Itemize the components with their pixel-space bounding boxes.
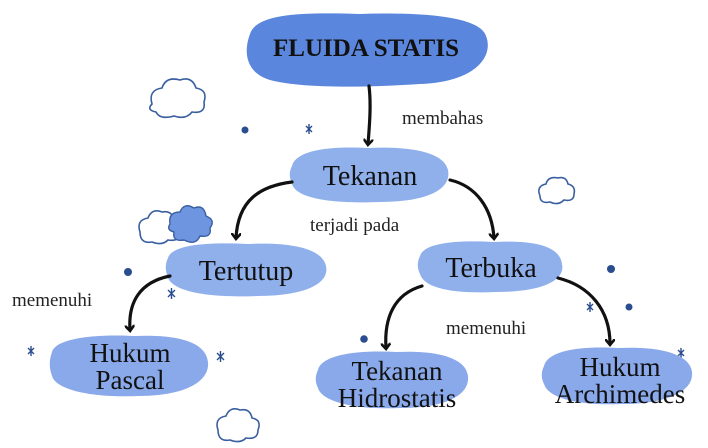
arrow-terbuka-to-hidrostatis [386,284,424,348]
cloud-icon [538,176,576,205]
node-label-pascal-1: Hukum [90,338,171,368]
node-hukum-archimedes [541,347,693,405]
node-label-tekanan: Tekanan [323,161,417,192]
arrow-tekanan-to-terbuka [448,178,494,238]
arrow-terbuka-to-archimedes [556,276,610,344]
node-hukum-pascal [49,335,209,397]
dot-icon [124,126,633,343]
edge-label-memenuhi-right: memenuhi [446,318,526,339]
node-label-root: FLUIDA STATIS [273,35,459,62]
node-label-archimedes-2: Archimedes [555,379,685,409]
node-label-tertutup: Tertutup [199,256,293,287]
node-label-hidrostatis-2: Hidrostatis [338,383,457,413]
node-tekanan-hidrostatis [315,351,469,409]
arrow-root-to-tekanan [368,84,370,144]
arrow-tertutup-to-pascal [130,274,172,330]
cloud-icon [167,205,213,243]
arrow-tekanan-to-tertutup [236,180,294,238]
sparkle-icon [27,124,685,362]
node-label-pascal-2: Pascal [96,365,165,395]
node-terbuka [417,241,563,293]
node-tekanan [289,147,449,203]
cloud-icon [216,408,260,443]
edge-label-terjadi-pada: terjadi pada [310,215,400,236]
node-label-terbuka: Terbuka [445,253,537,284]
cloud-icon [148,78,206,119]
node-label-archimedes-1: Hukum [580,352,661,382]
node-tertutup [165,243,327,297]
edge-label-memenuhi-left: memenuhi [12,290,92,311]
node-label-hidrostatis-1: Tekanan [351,356,443,386]
node-fluida-statis [246,13,488,87]
edge-label-membahas: membahas [402,108,483,129]
